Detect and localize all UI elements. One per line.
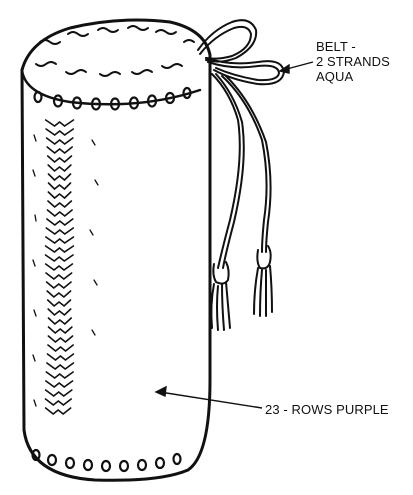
knit-chevron: [48, 300, 71, 306]
knit-chevron: [46, 246, 74, 252]
knit-chevron: [47, 138, 73, 144]
knit-chevron: [47, 282, 71, 288]
knit-chevron: [48, 336, 72, 342]
knit-chevron: [46, 390, 72, 396]
knit-chevron: [46, 381, 73, 387]
rim-stitches: [36, 26, 194, 76]
bottom-loops: [33, 450, 181, 471]
rows-label: 23 - ROWS PURPLE: [265, 402, 389, 417]
knit-chevron: [47, 219, 73, 225]
belt-label-line-2: 2 STRANDS: [316, 54, 390, 69]
knit-chevron: [48, 156, 72, 162]
knit-chevron: [46, 228, 73, 234]
knit-chevron: [48, 327, 71, 333]
knit-chevron: [46, 120, 74, 126]
knit-chevron: [48, 183, 70, 189]
knit-chevron: [47, 210, 72, 216]
knit-chevron-column: [46, 120, 74, 414]
leader-lines: [156, 62, 313, 408]
knit-chevron: [46, 255, 73, 261]
knit-chevron: [48, 165, 71, 171]
knit-chevron: [47, 147, 72, 153]
knit-chevron: [46, 273, 72, 279]
knit-chevron: [46, 399, 72, 405]
knit-chevron: [47, 363, 74, 369]
knit-chevron: [46, 372, 73, 378]
knit-chevron: [46, 129, 73, 135]
knit-chevron: [46, 408, 71, 414]
knit-chevron: [48, 174, 70, 180]
belt-label-line-3: AQUA: [316, 69, 390, 84]
belt-label-line-1: BELT -: [316, 39, 390, 54]
knit-chevron: [48, 201, 71, 207]
knit-chevron: [48, 345, 73, 351]
knit-chevron: [48, 192, 71, 198]
knit-chevron: [47, 291, 70, 297]
knit-chevron: [46, 237, 74, 243]
belt-label: BELT - 2 STRANDS AQUA: [316, 39, 390, 84]
knit-chevron: [46, 264, 73, 270]
knit-chevron: [48, 318, 71, 324]
tube-left-outline: [22, 20, 210, 380]
rows-arrowhead: [156, 387, 166, 396]
knit-chevron: [47, 354, 73, 360]
knit-texture: [33, 135, 98, 406]
knit-chevron: [48, 309, 71, 315]
